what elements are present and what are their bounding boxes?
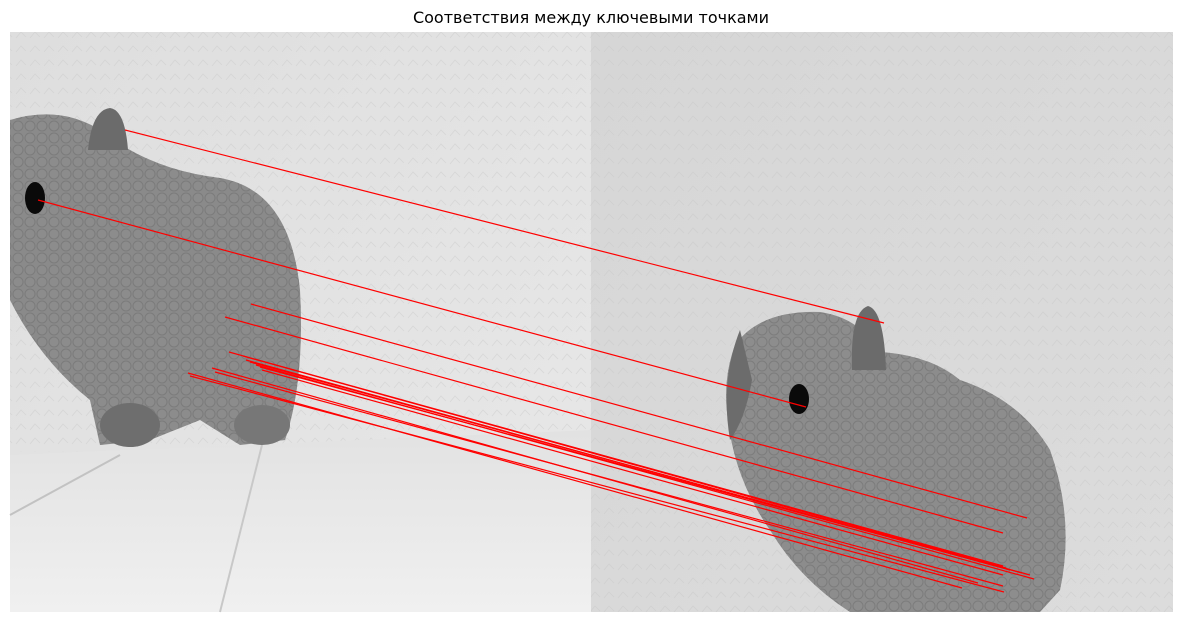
left-photo: [9, 32, 591, 613]
match-line: [242, 355, 1007, 569]
right-toy: [726, 306, 1066, 612]
match-line: [250, 303, 1028, 519]
keypoint-matches: [37, 129, 1035, 593]
match-line: [214, 371, 1004, 587]
match-line: [261, 369, 1004, 576]
match-line: [37, 199, 807, 408]
match-line: [259, 366, 1023, 574]
match-line: [187, 372, 963, 589]
match-line: [224, 316, 1004, 534]
left-toy: [10, 108, 301, 447]
match-line: [124, 129, 885, 324]
figure-title: Соответствия между ключевыми точками: [412, 8, 770, 27]
match-line: [189, 375, 1005, 593]
